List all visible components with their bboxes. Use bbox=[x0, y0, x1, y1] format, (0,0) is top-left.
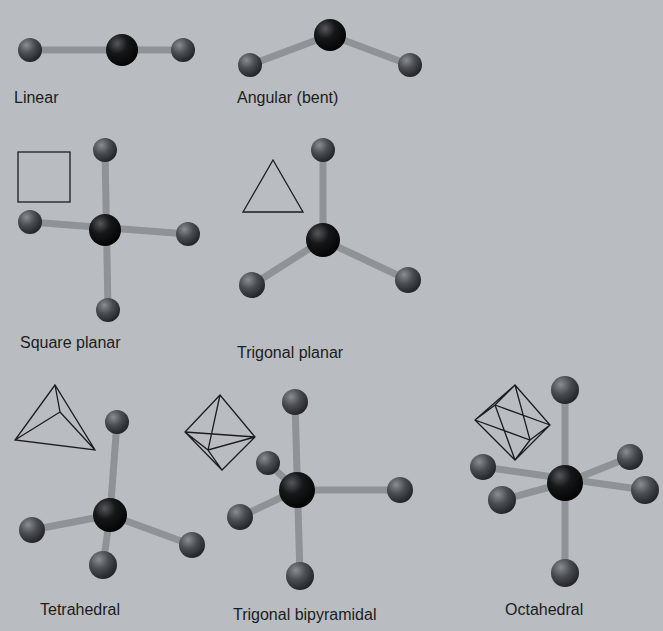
shape-label: Tetrahedral bbox=[40, 600, 120, 619]
central-atom bbox=[279, 472, 315, 508]
atom bbox=[398, 53, 422, 77]
shape-label: Linear bbox=[14, 88, 58, 107]
atom bbox=[238, 53, 262, 77]
atom bbox=[470, 454, 496, 480]
shape-label: Trigonal bipyramidal bbox=[233, 605, 376, 624]
ligand-atoms bbox=[18, 38, 659, 590]
shape-icons bbox=[15, 152, 550, 470]
atom bbox=[89, 551, 117, 579]
atom bbox=[176, 222, 200, 246]
central-atom bbox=[93, 498, 127, 532]
central-atom bbox=[314, 19, 346, 51]
central-atom bbox=[547, 465, 583, 501]
atom bbox=[551, 376, 579, 404]
atom bbox=[617, 444, 643, 470]
octahedron-icon bbox=[475, 385, 550, 460]
atom bbox=[105, 410, 129, 434]
front-atoms bbox=[89, 486, 579, 587]
central-atom bbox=[89, 214, 121, 246]
atom bbox=[551, 559, 579, 587]
triangle-icon bbox=[243, 160, 303, 212]
atom bbox=[631, 476, 659, 504]
shape-label: Trigonal planar bbox=[237, 343, 343, 362]
bipyramid-icon bbox=[185, 395, 255, 470]
square-icon bbox=[18, 152, 70, 202]
atom bbox=[93, 138, 117, 162]
atom bbox=[227, 504, 253, 530]
shape-label: Angular (bent) bbox=[237, 88, 338, 107]
bonds bbox=[30, 35, 645, 576]
atom bbox=[19, 517, 45, 543]
atom bbox=[171, 38, 195, 62]
central-atom bbox=[306, 223, 340, 257]
atom bbox=[18, 210, 42, 234]
central-atoms bbox=[89, 19, 583, 532]
atom bbox=[488, 486, 516, 514]
atom bbox=[311, 138, 335, 162]
atom bbox=[18, 38, 42, 62]
atom bbox=[256, 451, 280, 475]
atom bbox=[96, 298, 120, 322]
tetrahedron-icon bbox=[15, 385, 95, 450]
atom bbox=[387, 477, 413, 503]
shape-label: Square planar bbox=[20, 333, 121, 352]
shape-label: Octahedral bbox=[505, 600, 583, 619]
atom bbox=[282, 389, 308, 415]
atom bbox=[395, 267, 421, 293]
atom bbox=[179, 532, 205, 558]
central-atom bbox=[106, 34, 138, 66]
atom bbox=[239, 272, 265, 298]
atom bbox=[286, 562, 314, 590]
